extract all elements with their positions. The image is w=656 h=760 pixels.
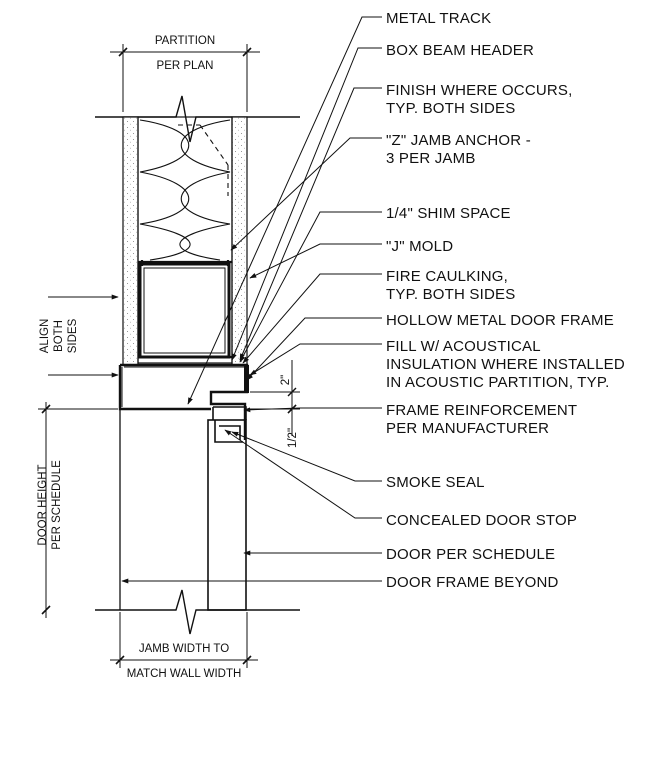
leader-box-beam-header <box>231 47 382 361</box>
partition-wall <box>95 95 300 366</box>
callout-smoke-seal: SMOKE SEAL <box>386 474 485 491</box>
callout-shim-space: 1/4" SHIM SPACE <box>386 205 511 222</box>
frame-head-profile <box>118 363 249 440</box>
frame-reinforcement <box>212 406 247 420</box>
j-mold <box>244 365 249 393</box>
leader-j-mold <box>249 243 382 279</box>
align-label-3: SIDES <box>67 318 79 353</box>
dimension-align-both-sides: ALIGN BOTH SIDES <box>39 294 119 378</box>
leader-z-jamb-anchor <box>230 137 382 251</box>
dimension-door-height: DOOR HEIGHT PER SCHEDULE <box>37 402 118 618</box>
half-inch-label: 1/2" <box>287 428 299 448</box>
dimension-partition: PARTITION PER PLAN <box>110 35 260 112</box>
stud-cavity <box>137 116 233 364</box>
door-height-label-2: PER SCHEDULE <box>51 460 63 550</box>
leader-shim-space <box>239 211 382 363</box>
callout-box-beam-header: BOX BEAM HEADER <box>386 42 534 59</box>
align-label-2: BOTH <box>53 320 65 352</box>
dimension-half-inch: 1/2" <box>250 398 300 448</box>
leader-metal-track <box>187 16 382 405</box>
leader-frame-reinforcement <box>243 407 382 413</box>
jamb-dim-label-1: JAMB WIDTH TO <box>139 643 229 655</box>
bottom-break-line <box>95 589 300 635</box>
callout-door-frame-beyond: DOOR FRAME BEYOND <box>386 574 559 591</box>
z-jamb-anchor <box>178 124 229 196</box>
partition-dim-label-1: PARTITION <box>155 35 215 47</box>
hollow-metal-frame <box>118 363 249 610</box>
callout-hollow-metal-door-frame: HOLLOW METAL DOOR FRAME <box>386 312 614 329</box>
partition-dim-label-2: PER PLAN <box>157 60 214 72</box>
box-beam-header <box>138 262 231 359</box>
batt-insulation <box>139 119 231 261</box>
leader-lines <box>121 16 382 584</box>
leader-hollow-metal-frame <box>246 317 382 381</box>
callout-finish-where-occurs: FINISH WHERE OCCURS,TYP. BOTH SIDES <box>386 82 573 117</box>
align-label-1: ALIGN <box>39 319 51 354</box>
metal-track <box>138 260 232 359</box>
dimension-jamb-width: JAMB WIDTH TO MATCH WALL WIDTH <box>110 612 258 680</box>
leader-acoustical-fill <box>249 343 382 376</box>
concealed-door-stop <box>214 420 243 443</box>
leader-finish <box>239 87 382 361</box>
callout-metal-track: METAL TRACK <box>386 10 491 27</box>
callout-door-per-schedule: DOOR PER SCHEDULE <box>386 546 555 563</box>
finish-board-left <box>122 116 139 366</box>
callout-fire-caulking: FIRE CAULKING,TYP. BOTH SIDES <box>386 268 515 303</box>
callout-labels: METAL TRACK BOX BEAM HEADER FINISH WHERE… <box>386 10 625 591</box>
leader-smoke-seal <box>231 431 382 482</box>
two-inch-label: 2" <box>280 375 292 385</box>
leader-concealed-door-stop <box>224 429 382 519</box>
leader-fire-caulking <box>242 273 382 364</box>
callout-z-jamb-anchor: "Z" JAMB ANCHOR -3 PER JAMB <box>386 132 531 167</box>
jamb-dim-label-2: MATCH WALL WIDTH <box>127 668 242 680</box>
callout-concealed-door-stop: CONCEALED DOOR STOP <box>386 512 577 529</box>
door-height-label-1: DOOR HEIGHT <box>37 464 49 545</box>
callout-j-mold: "J" MOLD <box>386 238 453 255</box>
